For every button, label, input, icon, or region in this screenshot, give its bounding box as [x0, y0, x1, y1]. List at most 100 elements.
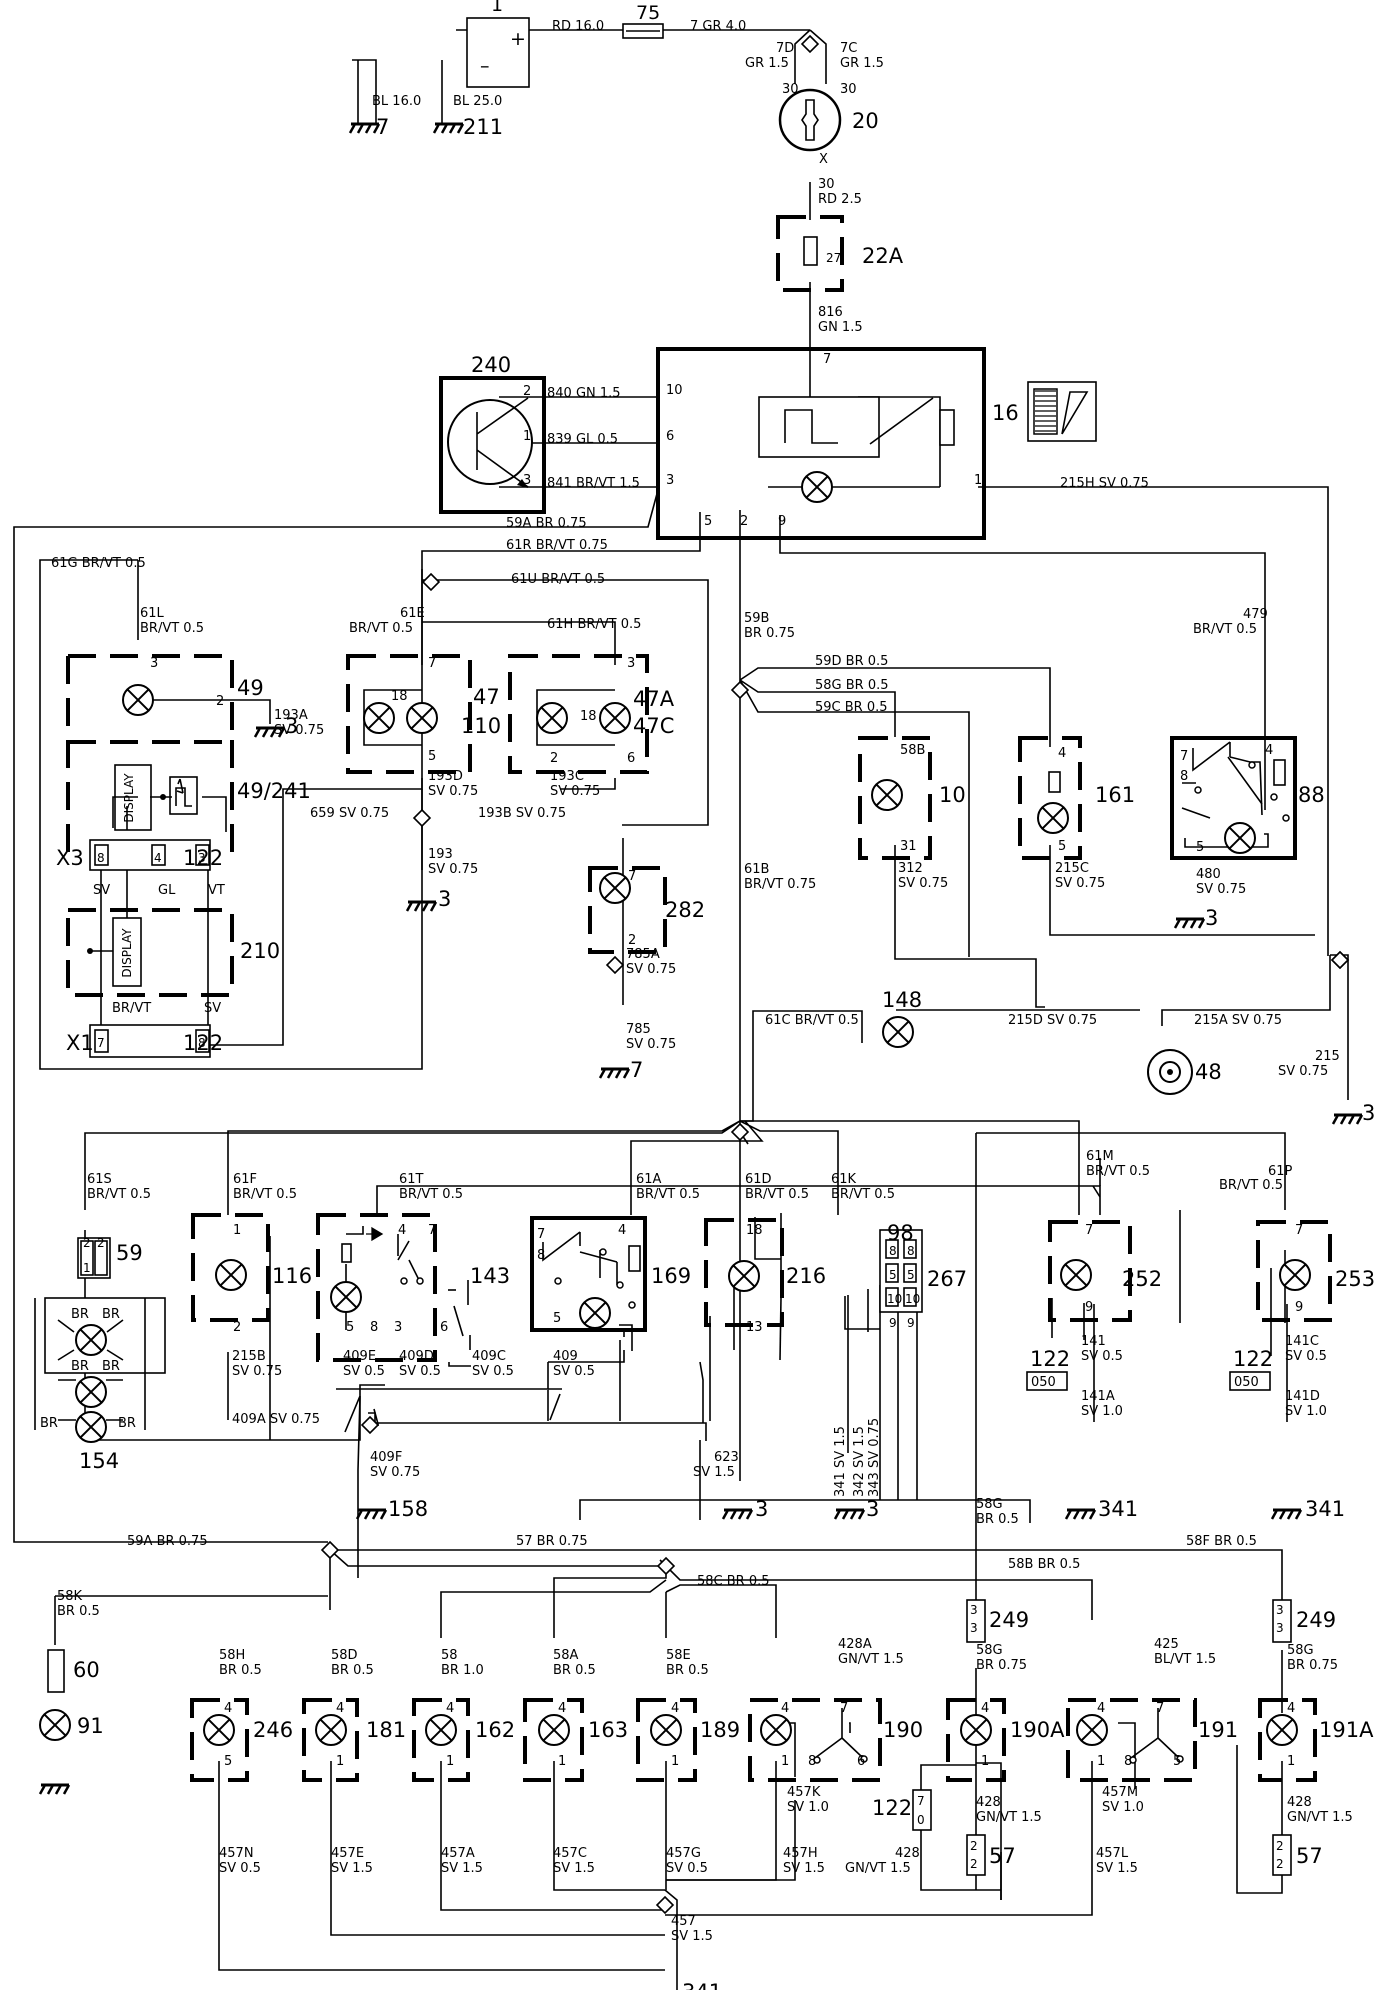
- label-w-bl25: BL 25.0: [453, 94, 502, 109]
- label-w-141a: 141A: [1081, 1389, 1115, 1404]
- label-p122d: 050: [1234, 1375, 1259, 1390]
- label-w-215b: 215B: [232, 1349, 266, 1364]
- label-c75: 75: [636, 2, 660, 24]
- label-w-312-s: SV 0.75: [898, 876, 948, 891]
- label-g3b: 3: [438, 887, 451, 911]
- label-p47a-2: 2: [550, 751, 558, 766]
- label-w-61b: 61B: [744, 862, 769, 877]
- label-cc-sv2: SV: [204, 1001, 221, 1016]
- label-p191-7: 7: [1156, 1701, 1164, 1716]
- label-w-59a1: 59A BR 0.75: [506, 516, 587, 531]
- label-c252: 252: [1122, 1267, 1162, 1291]
- label-w-gr15b: GR 1.5: [840, 56, 884, 71]
- label-p216-13: 13: [746, 1320, 763, 1335]
- label-w-61l-s: BR/VT 0.5: [140, 621, 204, 636]
- label-p181-1: 1: [336, 1754, 344, 1769]
- svg-text:+: +: [510, 28, 526, 50]
- label-cc-br1: BR: [71, 1307, 89, 1322]
- label-p190a-4: 4: [981, 1701, 989, 1716]
- label-p88-4: 4: [1265, 743, 1273, 758]
- label-w-58g4-s: BR 0.75: [1287, 1658, 1338, 1673]
- label-c161: 161: [1095, 783, 1135, 807]
- label-w-bl16: BL 16.0: [372, 94, 421, 109]
- label-w-409d-s: SV 0.5: [399, 1364, 441, 1379]
- label-w-409c-s: SV 0.5: [472, 1364, 514, 1379]
- label-p88-5: 5: [1196, 840, 1204, 855]
- label-g341a: 341: [1098, 1497, 1138, 1521]
- label-p163-1: 1: [558, 1754, 566, 1769]
- label-w-7gr4: 7 GR 4.0: [690, 19, 746, 34]
- label-c122d: 122: [1233, 1347, 1273, 1371]
- label-g211: 211: [463, 115, 503, 139]
- label-p47-5: 5: [428, 749, 436, 764]
- label-p47-7: 7: [428, 656, 436, 671]
- label-p282-7: 7: [628, 869, 636, 884]
- label-p253-9: 9: [1295, 1300, 1303, 1315]
- label-p190a-1: 1: [981, 1754, 989, 1769]
- label-g7b: 7: [630, 1058, 643, 1082]
- label-g158: 158: [388, 1497, 428, 1521]
- label-w-141a-s: SV 1.0: [1081, 1404, 1123, 1419]
- label-w-58c: 58C BR 0.5: [697, 1574, 770, 1589]
- label-cc-br6: BR: [118, 1416, 136, 1431]
- label-w-61s: 61S: [87, 1172, 112, 1187]
- label-c189: 189: [700, 1718, 740, 1742]
- label-w-215: 215: [1315, 1049, 1340, 1064]
- label-w-785: 785: [626, 1022, 651, 1037]
- label-c267: 267: [927, 1267, 967, 1291]
- label-c47: 47: [473, 685, 500, 709]
- label-w-141-s: SV 0.5: [1081, 1349, 1123, 1364]
- label-w-58d: 58D: [331, 1648, 358, 1663]
- label-p163-4: 4: [558, 1701, 566, 1716]
- label-p169-7: 7: [537, 1227, 545, 1242]
- label-g3e: 3: [755, 1497, 768, 1521]
- label-cx1: X1: [66, 1031, 94, 1055]
- label-w-141d-s: SV 1.0: [1285, 1404, 1327, 1419]
- label-p191-1: 1: [1097, 1754, 1105, 1769]
- label-w-61f: 61F: [233, 1172, 257, 1187]
- label-w-61k: 61K: [831, 1172, 857, 1187]
- label-w-59d: 59D BR 0.5: [815, 654, 888, 669]
- display-icon-2: [112, 917, 142, 987]
- label-w-61e-s: BR/VT 0.5: [349, 621, 413, 636]
- label-p143-3: 3: [394, 1320, 402, 1335]
- label-w-457k-s: SV 1.0: [787, 1800, 829, 1815]
- fuse-27-icon: [803, 236, 818, 266]
- label-w-659: 659 SV 0.75: [310, 806, 389, 821]
- label-px3-3: 3: [198, 851, 206, 865]
- label-w-457g: 457G: [666, 1846, 701, 1861]
- label-p267-10: 10: [905, 1292, 920, 1306]
- label-p190-7: 7: [840, 1701, 848, 1716]
- label-w-58g3-s: BR 0.75: [976, 1658, 1027, 1673]
- label-w-193b: 193B SV 0.75: [478, 806, 566, 821]
- label-w-58a-s: BR 0.5: [553, 1663, 596, 1678]
- label-cc-sv: SV: [93, 883, 110, 898]
- label-w-30: 30: [818, 177, 835, 192]
- label-w-61r: 61R BR/VT 0.75: [506, 538, 608, 553]
- label-w-61u: 61U BR/VT 0.5: [511, 572, 605, 587]
- label-cc-x: X: [819, 152, 828, 167]
- label-w-61b-s: BR/VT 0.75: [744, 877, 816, 892]
- label-w-61m: 61M: [1086, 1149, 1114, 1164]
- label-c181: 181: [366, 1718, 406, 1742]
- label-c48: 48: [1195, 1060, 1222, 1084]
- label-p88-8: 8: [1180, 769, 1188, 784]
- label-w-457a: 457A: [441, 1846, 475, 1861]
- label-p249b-3: 3: [1276, 1603, 1284, 1617]
- label-p190-1: 1: [781, 1754, 789, 1769]
- label-c122e: 122: [872, 1796, 912, 1820]
- label-w-457: 457: [671, 1914, 696, 1929]
- label-w-457m-s: SV 1.0: [1102, 1800, 1144, 1815]
- label-cc-gl: GL: [158, 883, 176, 898]
- label-c163: 163: [588, 1718, 628, 1742]
- label-c249a: 249: [989, 1608, 1029, 1632]
- label-g3a: 3: [285, 714, 298, 738]
- label-w-61e: 61E: [400, 606, 425, 621]
- label-w-409e: 409E: [343, 1349, 376, 1364]
- label-w-623: 623: [714, 1450, 739, 1465]
- label-w-58-s: BR 1.0: [441, 1663, 484, 1678]
- label-w-457g-s: SV 0.5: [666, 1861, 708, 1876]
- label-w-785-s: SV 0.75: [626, 1037, 676, 1052]
- label-p169-5: 5: [553, 1311, 561, 1326]
- label-cc-br4: BR: [102, 1359, 120, 1374]
